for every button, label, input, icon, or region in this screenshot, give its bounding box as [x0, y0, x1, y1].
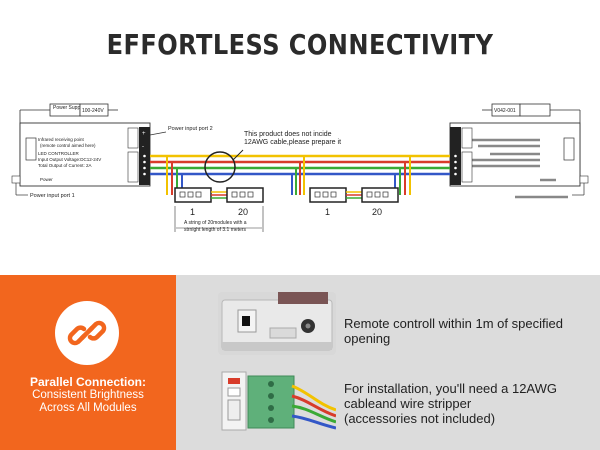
- svg-text:LED CONTROLLER: LED CONTROLLER: [38, 151, 80, 156]
- string-note-line-2: strnight length of 3.1 meters: [184, 227, 246, 233]
- notice-line-1: This product does not incide: [244, 131, 332, 138]
- svg-text:1: 1: [190, 207, 195, 217]
- svg-text:Power Supply: Power Supply: [53, 105, 84, 111]
- remote-receiver-photo: [218, 292, 336, 355]
- svg-text:-: -: [142, 144, 144, 150]
- svg-text:Total Output of Current: 2A: Total Output of Current: 2A: [38, 163, 92, 168]
- module-string-left: 1 20: [174, 187, 264, 217]
- svg-text:+: +: [142, 131, 146, 137]
- parallel-connection-subtitle: Consistent Brightness Across All Modules: [32, 389, 144, 414]
- svg-text:Power: Power: [40, 177, 53, 182]
- notice-line-2: 12AWG cable,please prepare it: [244, 139, 341, 146]
- svg-text:Input Output Voltage:DC12-24V: Input Output Voltage:DC12-24V: [38, 157, 101, 162]
- parallel-connection-panel: Parallel Connection: Consistent Brightne…: [0, 275, 176, 450]
- string-note-line-1: A string of 20modules with a: [184, 220, 247, 226]
- wire-bundle: [150, 154, 450, 195]
- svg-text:20: 20: [372, 207, 382, 217]
- wiring-terminal-photo: [218, 370, 336, 433]
- remote-control-text: Remote controll within 1m of specified o…: [344, 316, 563, 346]
- link-icon: [55, 301, 119, 365]
- svg-text:1: 1: [325, 207, 330, 217]
- left-power-supply: Power Supply 100-240V: [19, 103, 118, 183]
- module-string-right: 1 20: [309, 187, 399, 217]
- features-section: Parallel Connection: Consistent Brightne…: [0, 275, 600, 450]
- power-input-port-1-label: Power input port 1: [30, 193, 75, 199]
- svg-text:Infrared receiving point: Infrared receiving point: [38, 137, 85, 142]
- wire-callout-circle: [204, 151, 236, 183]
- page-title: EFFORTLESS CONNECTIVITY: [106, 28, 494, 61]
- power-input-port-2-label: Power input port 2: [168, 126, 213, 132]
- installation-text: For installation, you'll need a 12AWG ca…: [344, 381, 557, 426]
- svg-text:(remote control aimed here): (remote control aimed here): [40, 143, 96, 148]
- svg-text:V042-001: V042-001: [494, 108, 516, 114]
- parallel-connection-title: Parallel Connection:: [29, 375, 147, 389]
- svg-text:100-240V: 100-240V: [82, 108, 104, 114]
- svg-text:20: 20: [238, 207, 248, 217]
- wiring-diagram: Power Supply 100-240V Infrared receiving…: [11, 103, 589, 233]
- right-controller-box: [449, 122, 589, 187]
- left-controller-box: Infrared receiving point (remote control…: [11, 122, 151, 187]
